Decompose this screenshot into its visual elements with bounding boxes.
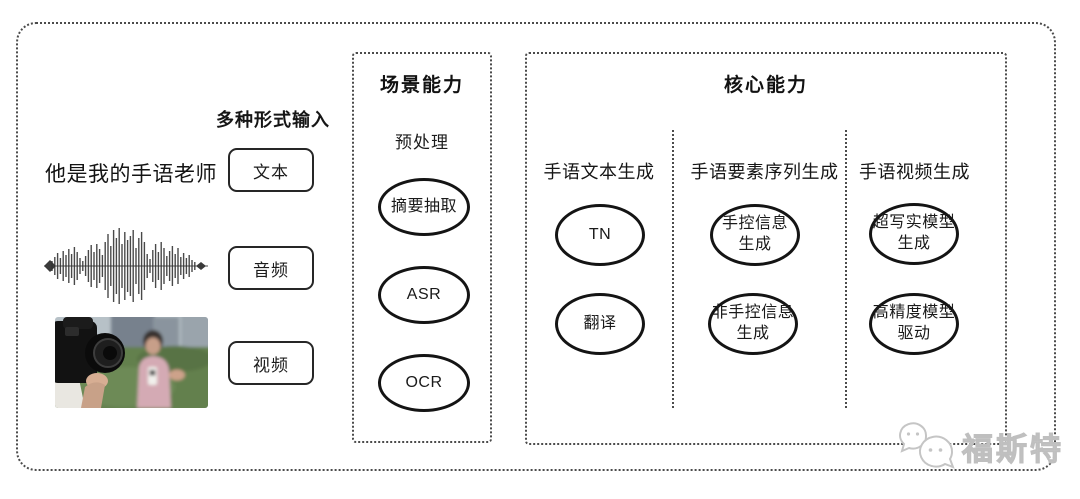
sample-sentence-text: 他是我的手语老师: [45, 163, 217, 186]
audio-waveform-icon: [42, 228, 210, 304]
scene-panel-title: 场景能力: [379, 75, 464, 96]
header-sign-element-sequence-generation: 手语要素序列生成: [690, 162, 839, 182]
core-capability-panel: 核心能力 手语文本生成 手语要素序列生成 手语视频生成 TN 翻译 手控信息 生…: [525, 52, 1007, 445]
node-tn: TN: [555, 204, 645, 266]
node-summary-extraction: 摘要抽取: [378, 178, 470, 236]
watermark: 福斯特: [896, 421, 1064, 471]
core-panel-title: 核心能力: [723, 75, 808, 96]
watermark-text: 福斯特: [962, 431, 1064, 467]
node-asr: ASR: [378, 266, 470, 324]
input-section-title: 多种形式输入: [216, 110, 330, 130]
node-translation: 翻译: [555, 293, 645, 355]
outer-dashed-border: [16, 22, 1056, 471]
scene-capability-panel: 场景能力 预处理 摘要抽取 ASR OCR: [352, 52, 492, 443]
node-ocr: OCR: [378, 354, 470, 412]
chat-bubbles-icon: [899, 422, 955, 469]
header-sign-video-generation: 手语视频生成: [859, 162, 970, 182]
input-box-audio: 音频: [228, 246, 314, 290]
column-divider: [845, 130, 847, 408]
node-nonmanual-info-generation: 非手控信息 生成: [708, 293, 798, 355]
input-box-video: 视频: [228, 341, 314, 385]
video-thumbnail: [55, 317, 208, 408]
header-sign-text-generation: 手语文本生成: [543, 162, 655, 182]
node-high-precision-model-driving: 高精度模型 驱动: [869, 293, 959, 355]
preprocess-label: 预处理: [395, 133, 449, 152]
column-divider: [672, 130, 674, 408]
node-hyperrealistic-model-generation: 超写实模型 生成: [869, 203, 959, 265]
input-box-text: 文本: [228, 148, 314, 192]
node-manual-info-generation: 手控信息 生成: [710, 204, 800, 266]
